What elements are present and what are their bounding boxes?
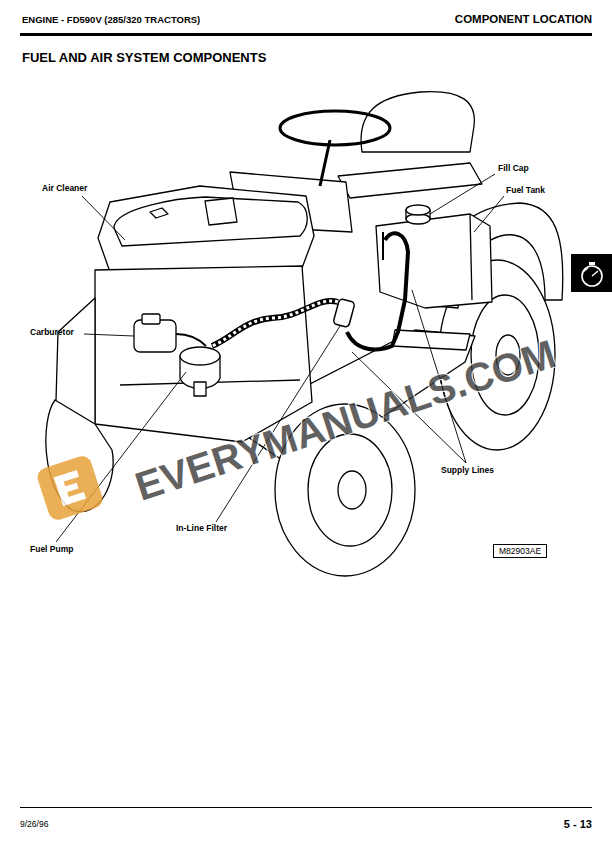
part-label: Fuel Pump — [30, 545, 73, 555]
running-header: ENGINE - FD590V (285/320 TRACTORS) — [22, 15, 200, 26]
section-header: COMPONENT LOCATION — [455, 13, 592, 26]
watermark-logo — [35, 454, 105, 523]
part-label: Fuel Tank — [506, 186, 545, 196]
part-label: In-Line Filter — [176, 524, 227, 534]
part-label: Carburetor — [30, 328, 74, 338]
tractor-drawing — [46, 92, 563, 576]
leader-lines — [56, 174, 504, 542]
inline-filter — [333, 298, 355, 327]
part-label: Air Cleaner — [42, 184, 87, 194]
page-date: 9/26/96 — [20, 820, 48, 830]
footer-rule — [20, 807, 592, 808]
figure-number-box: M82903AE — [493, 544, 547, 558]
part-label: Fill Cap — [498, 164, 529, 174]
fuel-lines — [176, 232, 408, 349]
section-tab — [571, 254, 612, 292]
part-label: Supply Lines — [441, 466, 494, 476]
header-rule — [20, 33, 592, 36]
page-number: 5 - 13 — [564, 818, 592, 831]
page-title: FUEL AND AIR SYSTEM COMPONENTS — [22, 51, 266, 66]
figure-number: M82903AE — [499, 546, 541, 556]
